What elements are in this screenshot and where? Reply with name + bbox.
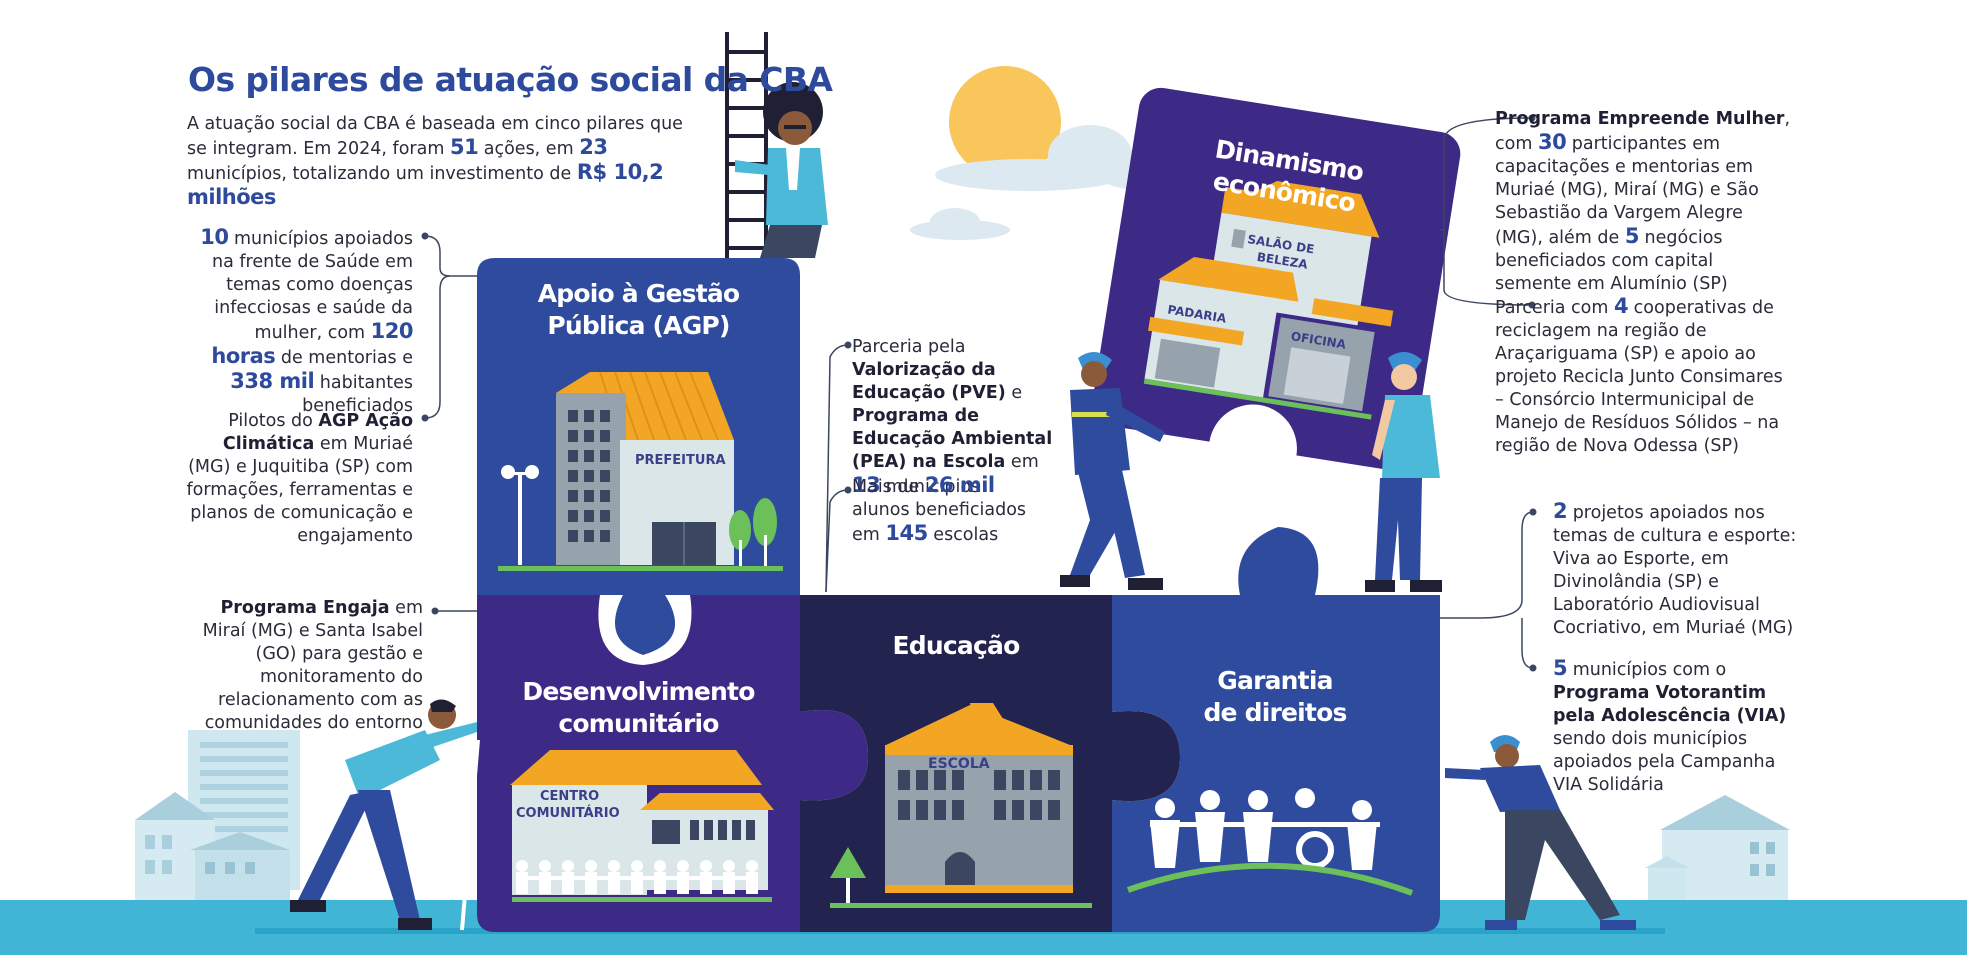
background-buildings-left [135,730,300,900]
garantia-title-line1: Garantia [1217,666,1333,695]
econ-buildings [1143,180,1394,420]
health-text-1: municípios apoiados na frente de Saúde e… [211,229,413,343]
climate-text-2: em Muriaé (MG) e Juquitiba (SP) com form… [186,434,413,546]
prefeitura-label: PREFEITURA [635,453,726,468]
rights2-text-2: sendo dois municípios apoiados pela Camp… [1553,729,1776,795]
woman-on-ladder-figure [735,82,828,258]
page-title: Os pilares de atuação social da CBA [188,60,833,99]
intro-text-c: municípios, totalizando um investimento … [187,164,577,184]
sun-icon [949,66,1061,178]
note-via: 5 municípios com o Programa Votorantim p… [1553,657,1803,797]
oficina-label: OFICINA [1290,329,1348,352]
edu2-text-3: escolas [927,525,999,545]
desenvolvimento-title-line2: comunitário [558,709,719,738]
educacao-title: Educação [892,631,1021,660]
background-buildings-right [1645,795,1790,900]
centro-label-line1: CENTRO [540,789,599,804]
note-climate: Pilotos do AGP Ação Climática em Muriaé … [185,410,413,548]
rights1-text: projetos apoiados nos temas de cultura e… [1553,503,1797,638]
edu1-text-1: Parceria pela [852,337,966,357]
health-text-3: habitantes beneficiados [302,373,413,416]
worker-lifting-figure-left [1060,351,1165,590]
econ1-businesses-count: 5 [1624,224,1640,248]
intro-municipalities-count: 23 [579,135,608,159]
agp-title: Apoio à Gestão Pública (AGP) [477,278,800,342]
inclusion-people-icon [1127,788,1414,896]
intro-paragraph: A atuação social da CBA é baseada em cin… [187,113,707,211]
note-cultura-esporte: 2 projetos apoiados nos temas de cultura… [1553,500,1803,640]
escola-label: ESCOLA [928,756,990,772]
edu1-text-4: municípios [880,477,981,497]
woman-pushing-figure-right [1445,735,1636,930]
garantia-title-line2: de direitos [1203,698,1347,727]
note-health: 10 municípios apoiados na frente de Saúd… [185,226,413,418]
climate-text-1: Pilotos do [228,411,319,431]
econ2-cooperatives-count: 4 [1613,294,1629,318]
rights1-projects-count: 2 [1553,499,1568,523]
people-chain-icon [516,860,758,894]
tree-icon [830,847,866,903]
econ2-text-2: cooperativas de reciclagem na região de … [1495,298,1783,456]
edu1-pve-name: Valorização da Educação (PVE) [852,360,1006,403]
rights2-municipalities-count: 5 [1553,656,1568,680]
ladder-icon [725,32,768,258]
health-text-2: de mentorias e [275,348,413,368]
rights2-text-1: municípios com o [1567,660,1727,680]
agp-title-line2: Pública (AGP) [547,311,730,340]
desenvolvimento-title: Desenvolvimento comunitário [477,676,800,740]
escola-building [830,703,1092,908]
engaja-text: em Miraí (MG) e Santa Isabel (GO) para g… [202,598,423,733]
agp-title-line1: Apoio à Gestão [537,279,740,308]
health-mentoring-hours: 120 horas [211,319,413,368]
intro-text-b: ações, em [478,139,580,159]
prefeitura-building [498,371,783,571]
edu2-text-1: Mais de [852,477,925,497]
econ1-text-1: , com [1495,109,1791,154]
note-engaja: Programa Engaja em Miraí (MG) e Santa Is… [185,597,423,735]
note-education-students: Mais de 26 mil alunos beneficiados em 14… [852,474,1052,547]
tree-icon [729,498,777,566]
edu2-students-count: 26 mil [924,473,995,497]
climate-program-name: AGP Ação Climática [222,411,413,454]
desenvolvimento-title-line1: Desenvolvimento [522,677,755,706]
edu1-pea-name: Programa de Educação Ambiental (PEA) na … [852,406,1053,472]
worker-lifting-figure-right [1365,351,1442,592]
connector-dots [421,114,1537,672]
edu1-municipalities-count: 13 [852,473,881,497]
econ1-text-3: negócios beneficiados com capital sement… [1495,228,1728,294]
note-reciclagem: Parceria com 4 cooperativas de reciclage… [1495,295,1795,458]
intro-text-a: A atuação social da CBA é baseada em cin… [187,114,683,159]
econ1-text-2: participantes em capacitações e mentoria… [1495,134,1759,248]
edu2-text-2: alunos beneficiados em [852,500,1027,545]
edu1-text-3: em [1005,452,1039,472]
street-lamp-icon [501,465,539,565]
econ2-text-1: Parceria com [1495,298,1614,318]
edu1-text-2: e [1005,383,1023,403]
edu2-schools-count: 145 [885,521,928,545]
centro-comunitario-building [510,750,774,902]
engaja-program-name: Programa Engaja [220,598,390,618]
centro-label-line2: COMUNITÁRIO [516,805,620,821]
intro-actions-count: 51 [449,135,479,159]
note-education-partnership: Parceria pela Valorização da Educação (P… [852,336,1072,499]
via-program-name: Programa Votorantim pela Adolescência (V… [1553,683,1787,726]
note-empreende-mulher: Programa Empreende Mulher, com 30 partic… [1495,108,1795,296]
intro-investment-value: R$ 10,2 milhões [187,160,664,209]
empreende-program-name: Programa Empreende Mulher [1495,109,1785,129]
health-municipalities-count: 10 [200,225,229,249]
health-beneficiaries: 338 mil [230,369,315,393]
econ1-participants-count: 30 [1537,130,1567,154]
padaria-label: PADARIA [1167,303,1228,326]
garantia-title: Garantia de direitos [1155,665,1395,729]
man-pushing-figure-left [290,699,480,931]
